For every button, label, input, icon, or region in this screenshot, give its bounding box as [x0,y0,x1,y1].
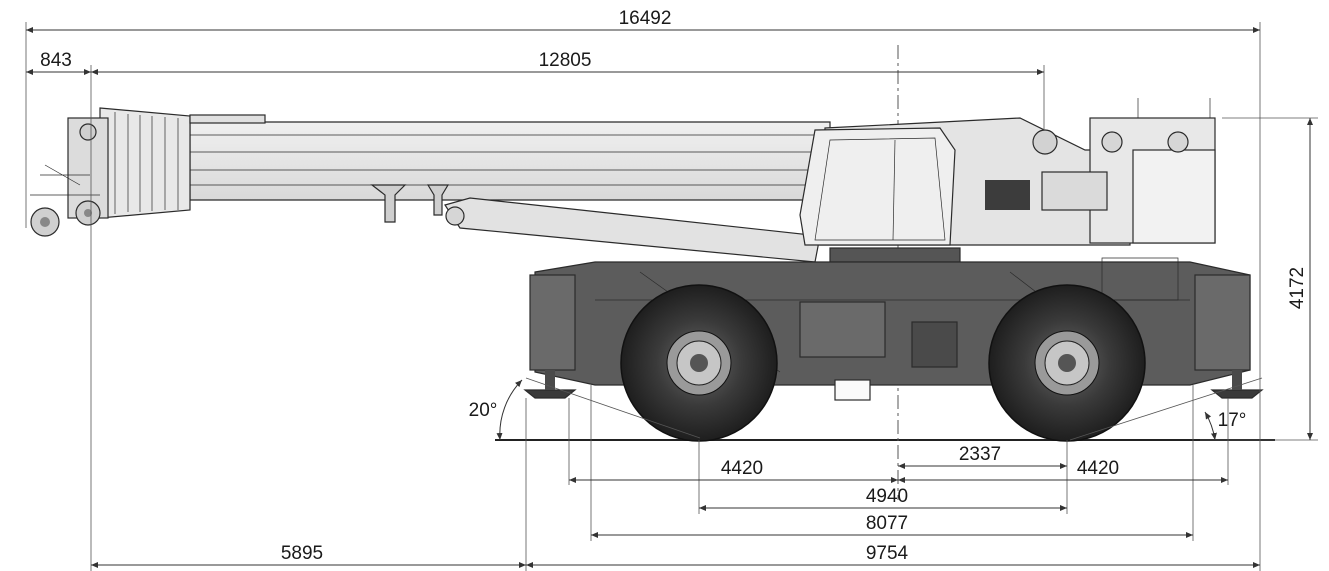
approach-angle-arc [1204,411,1217,441]
dim-boom-length: 12805 [539,50,592,71]
departure-angle: 20° [469,400,498,421]
front-wheel [620,284,778,442]
dim-axle-to-center: 2337 [959,444,1001,465]
dim-boom-overhang: 843 [40,50,72,71]
dim-outrigger-span: 8077 [866,513,908,534]
crane-illustration [30,98,1264,442]
departure-angle-arc [496,379,523,441]
dim-outrigger-left: 4420 [721,458,763,479]
dim-overall-length: 16492 [619,8,672,29]
dim-carrier-length: 9754 [866,543,909,564]
dim-outrigger-right: 4420 [1077,458,1119,479]
dim-wheelbase: 4940 [866,486,908,507]
rear-wheel [988,284,1146,442]
extension-lines [25,22,1318,571]
dim-overall-height: 4172 [1287,267,1308,309]
approach-angle: 17° [1218,410,1247,431]
dim-front-overhang: 5895 [281,543,323,564]
